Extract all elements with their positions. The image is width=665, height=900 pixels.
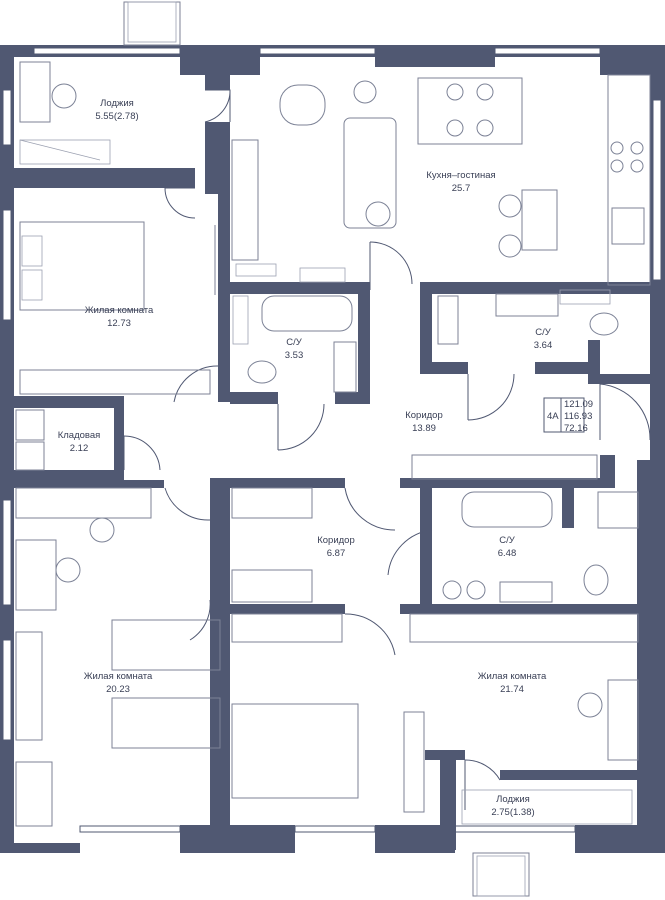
room-area: 12.73 bbox=[107, 318, 131, 329]
room-name: С/У bbox=[499, 535, 516, 546]
windows bbox=[2, 47, 662, 833]
room-bedroom-2: Жилая комната 20.23 bbox=[84, 671, 153, 695]
apartment-area-2: 116.93 bbox=[564, 411, 592, 422]
room-name: Коридор bbox=[405, 410, 443, 421]
room-kitchen: Кухня–гостиная 25.7 bbox=[426, 170, 495, 194]
room-loggia-bottom: Лоджия 2.75(1.38) bbox=[491, 794, 534, 818]
room-corridor-small: Коридор 6.87 bbox=[317, 535, 355, 559]
room-name: С/У bbox=[286, 337, 303, 348]
balcony-bottom bbox=[472, 852, 530, 897]
room-name: Коридор bbox=[317, 535, 355, 546]
room-area: 6.87 bbox=[327, 548, 346, 559]
room-name: Жилая комната bbox=[84, 671, 153, 682]
room-name: Лоджия bbox=[100, 98, 134, 109]
room-area: 20.23 bbox=[106, 684, 130, 695]
furniture bbox=[15, 61, 651, 827]
room-area: 21.74 bbox=[500, 684, 524, 695]
apartment-area-table: 4А 121.09 116.93 72.16 bbox=[543, 397, 593, 434]
apartment-type: 4А bbox=[547, 411, 559, 422]
room-area: 2.75(1.38) bbox=[491, 807, 534, 818]
room-name: Лоджия bbox=[496, 794, 530, 805]
apartment-total-area: 121.09 bbox=[564, 399, 593, 410]
room-area: 2.12 bbox=[70, 443, 89, 454]
balcony-top bbox=[123, 1, 181, 46]
room-loggia-top: Лоджия 5.55(2.78) bbox=[95, 98, 138, 122]
room-area: 13.89 bbox=[412, 423, 436, 434]
room-bath-3: С/У 6.48 bbox=[498, 535, 517, 559]
room-bedroom-3: Жилая комната 21.74 bbox=[478, 671, 547, 695]
room-area: 3.53 bbox=[285, 350, 304, 361]
room-name: Жилая комната bbox=[478, 671, 547, 682]
room-bedroom-1: Жилая комната 12.73 bbox=[85, 305, 154, 329]
room-area: 3.64 bbox=[534, 340, 553, 351]
doors bbox=[123, 89, 651, 810]
room-name: Жилая комната bbox=[85, 305, 154, 316]
room-name: Кухня–гостиная bbox=[426, 170, 495, 181]
room-storage: Кладовая 2.12 bbox=[58, 430, 101, 454]
room-area: 25.7 bbox=[452, 183, 471, 194]
room-name: С/У bbox=[535, 327, 552, 338]
apartment-living-area: 72.16 bbox=[564, 423, 588, 434]
room-name: Кладовая bbox=[58, 430, 101, 441]
room-bath-2: С/У 3.64 bbox=[534, 327, 553, 351]
room-area: 6.48 bbox=[498, 548, 517, 559]
room-corridor-main: Коридор 13.89 bbox=[405, 410, 443, 434]
room-area: 5.55(2.78) bbox=[95, 111, 138, 122]
room-bath-1: С/У 3.53 bbox=[285, 337, 304, 361]
exterior-walls bbox=[0, 45, 665, 853]
